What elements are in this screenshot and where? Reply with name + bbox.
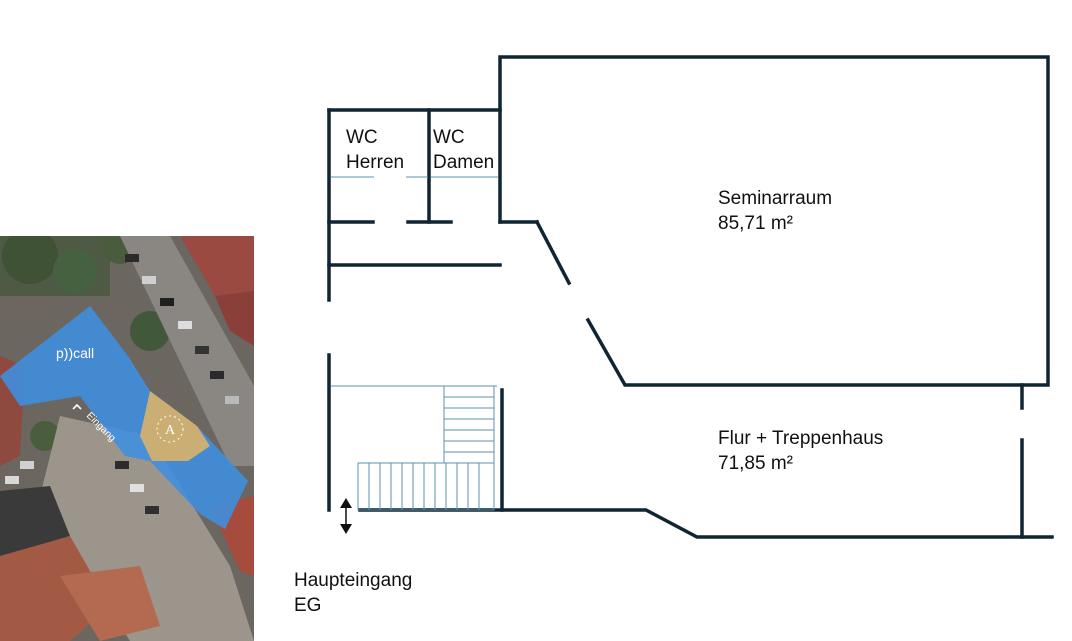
building-highlight xyxy=(0,306,248,529)
room-name-second-line: Herren xyxy=(346,152,405,173)
aerial-map: p))call A Eingang xyxy=(0,236,254,641)
entrance-name: Haupteingang xyxy=(294,570,413,591)
aerial-map-image: p))call A Eingang xyxy=(0,236,254,641)
room-name: Seminarraum xyxy=(718,188,833,209)
marker-circle xyxy=(156,415,184,443)
room-area: 85,71 m² xyxy=(718,213,793,234)
entrance-floor: EG xyxy=(294,595,322,616)
room-name: Flur + Treppenhaus xyxy=(718,428,884,449)
room-label-wc-damen: WC Damen xyxy=(433,125,494,175)
marker-letter: A xyxy=(165,423,176,438)
room-area: 71,85 m² xyxy=(718,453,793,474)
room-label-seminarraum: Seminarraum 85,71 m² xyxy=(718,186,832,236)
floor-plan-walls xyxy=(327,55,1054,539)
room-name-second-line: Damen xyxy=(433,152,495,173)
entrance-arrow-icon xyxy=(72,403,82,410)
entrance-double-arrow-icon xyxy=(340,498,352,534)
room-name: WC xyxy=(346,127,378,148)
room-label-flur: Flur + Treppenhaus 71,85 m² xyxy=(718,426,883,476)
room-label-wc-herren: WC Herren xyxy=(346,125,404,175)
room-name: WC xyxy=(433,127,465,148)
marker-area xyxy=(140,391,210,461)
brand-label: p))call xyxy=(56,345,94,361)
staircase xyxy=(331,385,497,511)
entrance-label-main: Haupteingang EG xyxy=(294,568,412,618)
